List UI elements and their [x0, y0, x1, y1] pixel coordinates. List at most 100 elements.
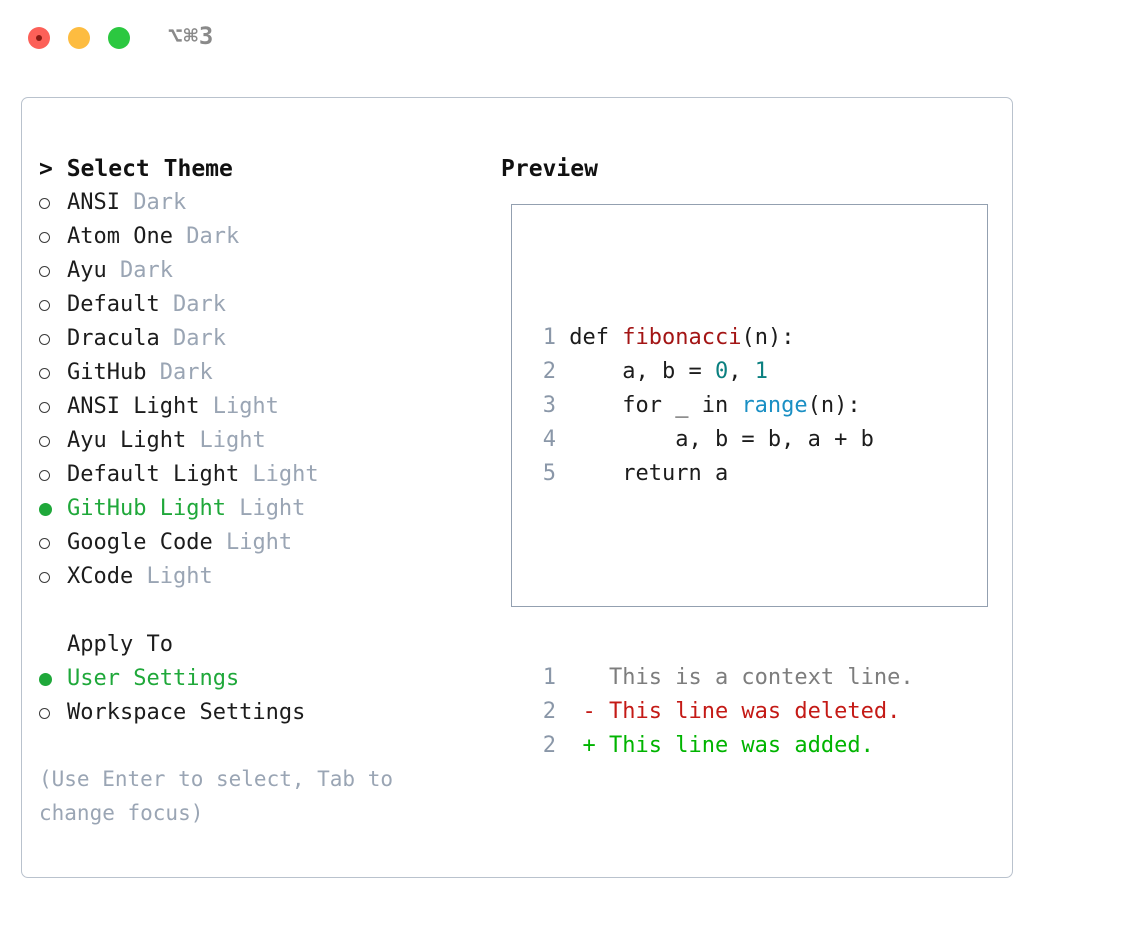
keyboard-shortcut-label: ⌥⌘3: [168, 22, 215, 50]
theme-option[interactable]: ANSI Dark: [39, 186, 479, 220]
radio-dot: [39, 367, 50, 379]
line-number: 4: [542, 427, 556, 452]
theme-name: Default Light: [67, 462, 240, 487]
apply-to-option[interactable]: Workspace Settings: [39, 696, 479, 730]
theme-option[interactable]: Default Light Light: [39, 458, 479, 492]
close-button[interactable]: [28, 27, 50, 49]
code-token: fibonacci: [622, 325, 742, 350]
apply-to-label: User Settings: [67, 666, 240, 691]
line-number: 1: [542, 665, 556, 690]
code-line: 2 a, b = 0, 1: [530, 355, 914, 389]
maximize-button[interactable]: [108, 27, 130, 49]
theme-option[interactable]: Dracula Dark: [39, 322, 479, 356]
theme-category: Light: [199, 394, 279, 419]
radio-dot: [39, 435, 50, 447]
theme-name: Dracula: [67, 326, 160, 351]
theme-option[interactable]: Default Dark: [39, 288, 479, 322]
radio-unselected-icon[interactable]: [39, 322, 67, 356]
code-gutter-space: [556, 359, 569, 384]
radio-unselected-icon[interactable]: [39, 526, 67, 560]
apply-to-label: Workspace Settings: [67, 700, 306, 725]
radio-unselected-icon[interactable]: [39, 458, 67, 492]
theme-category: Dark: [119, 190, 187, 215]
line-number: 2: [542, 733, 556, 758]
code-diff-spacer: [530, 559, 914, 593]
preview-column: Preview: [501, 152, 981, 186]
theme-option[interactable]: XCode Light: [39, 560, 479, 594]
theme-name: Ayu: [67, 258, 107, 283]
select-theme-header: > Select Theme: [39, 156, 233, 182]
diff-text: This line was deleted.: [608, 699, 901, 724]
line-number: 1: [542, 325, 556, 350]
radio-unselected-icon[interactable]: [39, 220, 67, 254]
radio-dot: [39, 707, 50, 719]
line-number: 2: [542, 699, 556, 724]
code-line: 5 return a: [530, 457, 914, 491]
theme-option[interactable]: Ayu Light Light: [39, 424, 479, 458]
diff-line: 2 + This line was added.: [530, 729, 914, 763]
diff-lines: 1 This is a context line.2 - This line w…: [530, 661, 914, 763]
radio-dot: [39, 537, 50, 549]
radio-dot: [39, 299, 50, 311]
theme-option[interactable]: Atom One Dark: [39, 220, 479, 254]
diff-marker: +: [556, 733, 609, 758]
code-line: 3 for _ in range(n):: [530, 389, 914, 423]
radio-unselected-icon[interactable]: [39, 356, 67, 390]
theme-name: GitHub Light: [67, 496, 226, 521]
radio-unselected-icon[interactable]: [39, 696, 67, 730]
radio-dot: [39, 231, 50, 243]
radio-unselected-icon[interactable]: [39, 390, 67, 424]
theme-name: Ayu Light: [67, 428, 187, 453]
minimize-button[interactable]: [68, 27, 90, 49]
code-line: 4 a, b = b, a + b: [530, 423, 914, 457]
code-gutter-space: [556, 427, 569, 452]
code-token: a, b = b, a + b: [569, 427, 874, 452]
code-token: range: [741, 393, 808, 418]
theme-name: XCode: [67, 564, 134, 589]
theme-option[interactable]: GitHub Light Light: [39, 492, 479, 526]
keyboard-hint: (Use Enter to select, Tab to change focu…: [39, 767, 406, 825]
theme-category: Dark: [159, 326, 226, 351]
theme-category: Dark: [172, 224, 240, 249]
theme-option[interactable]: ANSI Light Light: [39, 390, 479, 424]
theme-option[interactable]: Ayu Dark: [39, 254, 479, 288]
diff-line: 1 This is a context line.: [530, 661, 914, 695]
theme-name: ANSI: [67, 190, 120, 215]
diff-marker: -: [556, 699, 609, 724]
apply-to-header: Apply To: [67, 632, 173, 657]
radio-unselected-icon[interactable]: [39, 254, 67, 288]
radio-unselected-icon[interactable]: [39, 186, 67, 220]
radio-dot: [39, 401, 50, 413]
code-token: 0: [714, 359, 729, 384]
radio-selected-icon[interactable]: [39, 492, 67, 526]
radio-selected-icon[interactable]: [39, 662, 67, 696]
radio-dot: [39, 265, 50, 277]
radio-dot: [39, 333, 50, 345]
theme-option[interactable]: GitHub Dark: [39, 356, 479, 390]
apply-to-option[interactable]: User Settings: [39, 662, 479, 696]
code-token: a, b =: [569, 359, 715, 384]
radio-unselected-icon[interactable]: [39, 288, 67, 322]
code-gutter-space: [556, 325, 569, 350]
diff-text: This line was added.: [608, 733, 874, 758]
preview-header: Preview: [501, 156, 598, 182]
theme-option[interactable]: Google Code Light: [39, 526, 479, 560]
radio-dot: [39, 571, 50, 583]
radio-unselected-icon[interactable]: [39, 560, 67, 594]
theme-category: Light: [133, 564, 213, 589]
code-token: (n):: [807, 393, 861, 418]
code-gutter-space: [556, 461, 569, 486]
radio-unselected-icon[interactable]: [39, 424, 67, 458]
code-line: 1 def fibonacci(n):: [530, 321, 914, 355]
diff-line: 2 - This line was deleted.: [530, 695, 914, 729]
theme-name: Atom One: [67, 224, 173, 249]
title-bar: ⌥⌘3: [0, 0, 1140, 78]
theme-category: Light: [225, 496, 306, 521]
theme-category: Dark: [159, 292, 226, 317]
